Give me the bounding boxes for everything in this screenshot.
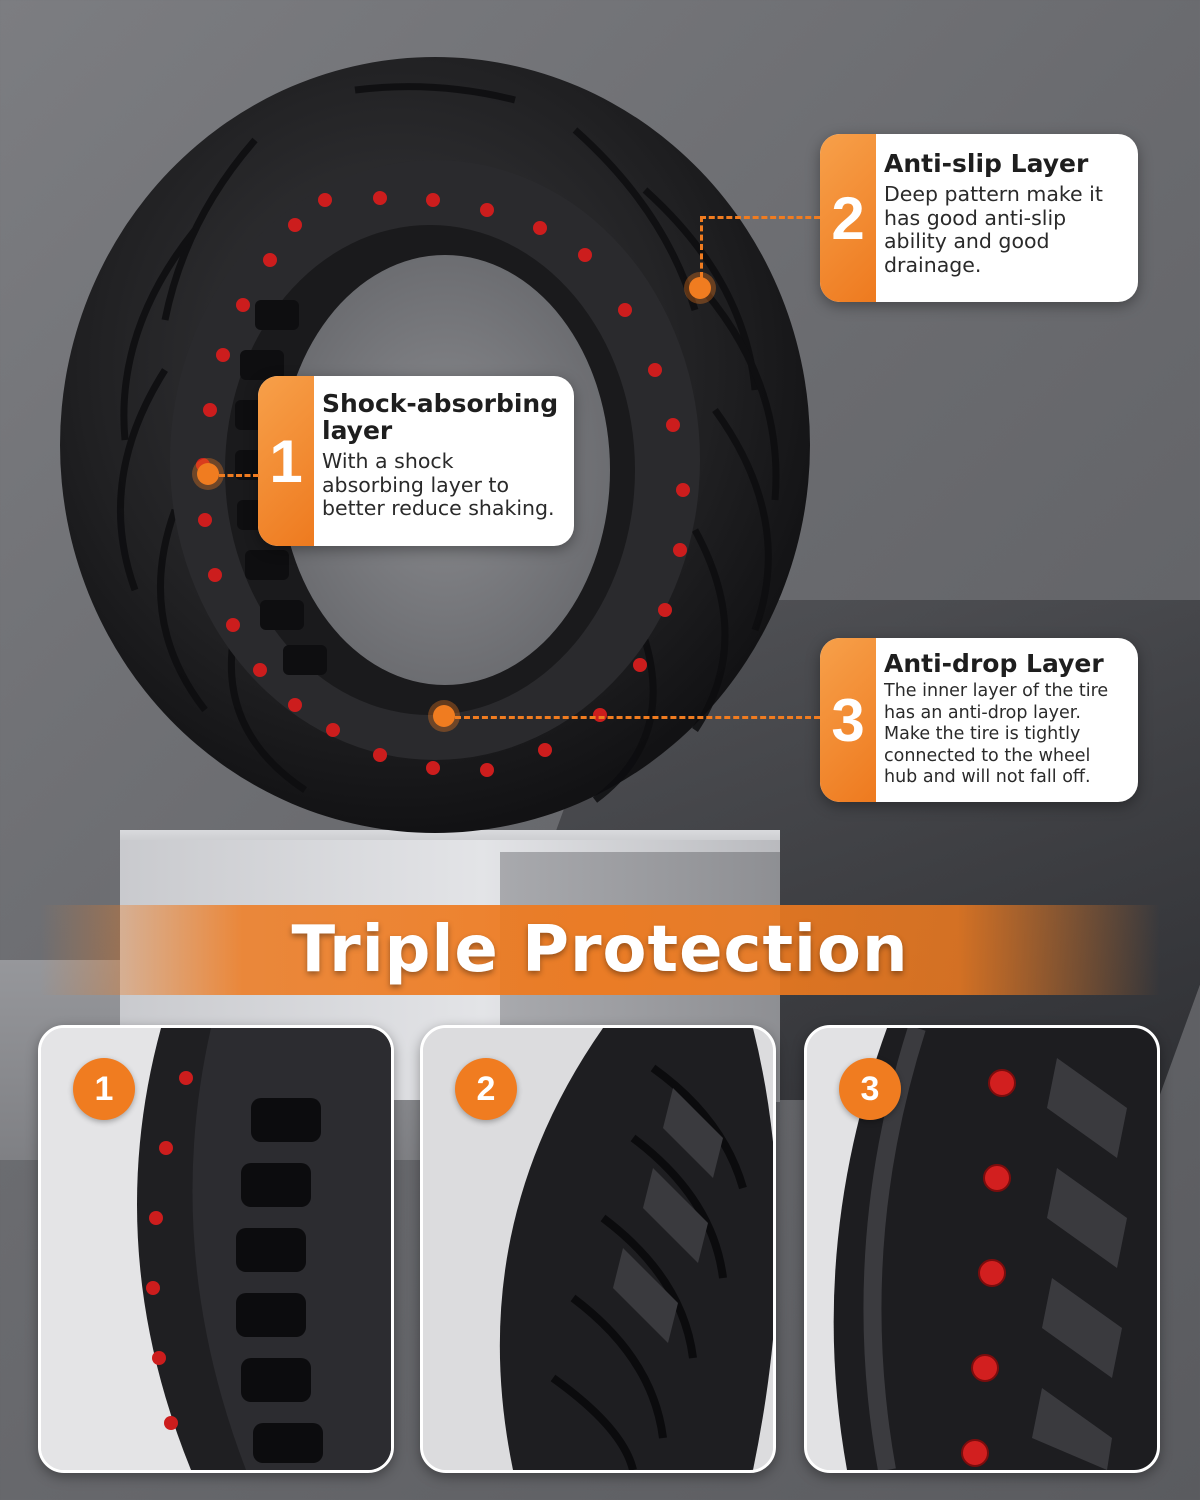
callout-desc: The inner layer of the tire has an anti-… <box>884 681 1108 789</box>
callout-number: 1 <box>258 376 314 546</box>
callout-marker-dot <box>197 463 219 485</box>
callout-desc-line: absorbing layer to <box>322 472 509 497</box>
callout-title-line: layer <box>322 416 393 445</box>
callout-leader-line <box>219 474 259 477</box>
callout-body: Anti-slip Layer Deep pattern make it has… <box>876 134 1113 302</box>
callout-desc-line: Deep pattern make it <box>884 182 1103 206</box>
panel-badge: 3 <box>839 1058 901 1120</box>
callout-desc-line: has an anti-drop layer. <box>884 702 1081 723</box>
panel-badge: 1 <box>73 1058 135 1120</box>
detail-panel-2: 2 <box>420 1025 776 1473</box>
callout-leader-line <box>700 216 703 278</box>
callout-anti-slip: 2 Anti-slip Layer Deep pattern make it h… <box>820 134 1138 302</box>
callout-desc-line: Make the tire is tightly <box>884 724 1081 744</box>
callout-desc-line: drainage. <box>884 252 982 277</box>
callout-desc-line: The inner layer of the tire <box>884 681 1109 701</box>
callout-desc-line: hub and will not fall off. <box>884 767 1091 787</box>
banner-title: Triple Protection <box>291 913 909 987</box>
callout-desc-line: With a shock <box>322 449 454 473</box>
callout-number: 3 <box>820 638 876 802</box>
callout-number: 2 <box>820 134 876 302</box>
callout-title: Anti-slip Layer <box>884 150 1103 177</box>
banner-background <box>40 905 1160 995</box>
callout-title-line: Anti-drop Layer <box>884 649 1104 678</box>
callout-desc: Deep pattern make it has good anti-slip … <box>884 182 1103 277</box>
callout-desc-line: better reduce shaking. <box>322 496 555 520</box>
tire-tread-closeup-icon <box>423 1028 773 1470</box>
callout-title-line: Anti-slip Layer <box>884 149 1089 178</box>
callout-marker-dot <box>433 705 455 727</box>
panel-badge: 2 <box>455 1058 517 1120</box>
callout-desc-line: connected to the wheel <box>884 745 1091 766</box>
detail-panel-1: 1 <box>38 1025 394 1473</box>
callout-leader-line <box>700 216 820 219</box>
callout-title-line: Shock-absorbing <box>322 389 559 418</box>
callout-desc-line: has good anti-slip <box>884 205 1067 230</box>
detail-panel-3: 3 <box>804 1025 1160 1473</box>
tire-inner-closeup-icon <box>41 1028 391 1470</box>
callout-leader-line <box>455 716 820 719</box>
callout-body: Shock-absorbing layer With a shock absor… <box>314 376 568 546</box>
callout-desc: With a shock absorbing layer to better r… <box>322 449 558 521</box>
callout-desc-line: ability and good <box>884 229 1050 253</box>
callout-shock-absorbing: 1 Shock-absorbing layer With a shock abs… <box>258 376 574 546</box>
callout-marker-dot <box>689 277 711 299</box>
callout-title: Anti-drop Layer <box>884 650 1108 677</box>
callout-anti-drop: 3 Anti-drop Layer The inner layer of the… <box>820 638 1138 802</box>
callout-title: Shock-absorbing layer <box>322 390 558 444</box>
callout-body: Anti-drop Layer The inner layer of the t… <box>876 638 1118 802</box>
tread-pattern <box>116 83 780 803</box>
